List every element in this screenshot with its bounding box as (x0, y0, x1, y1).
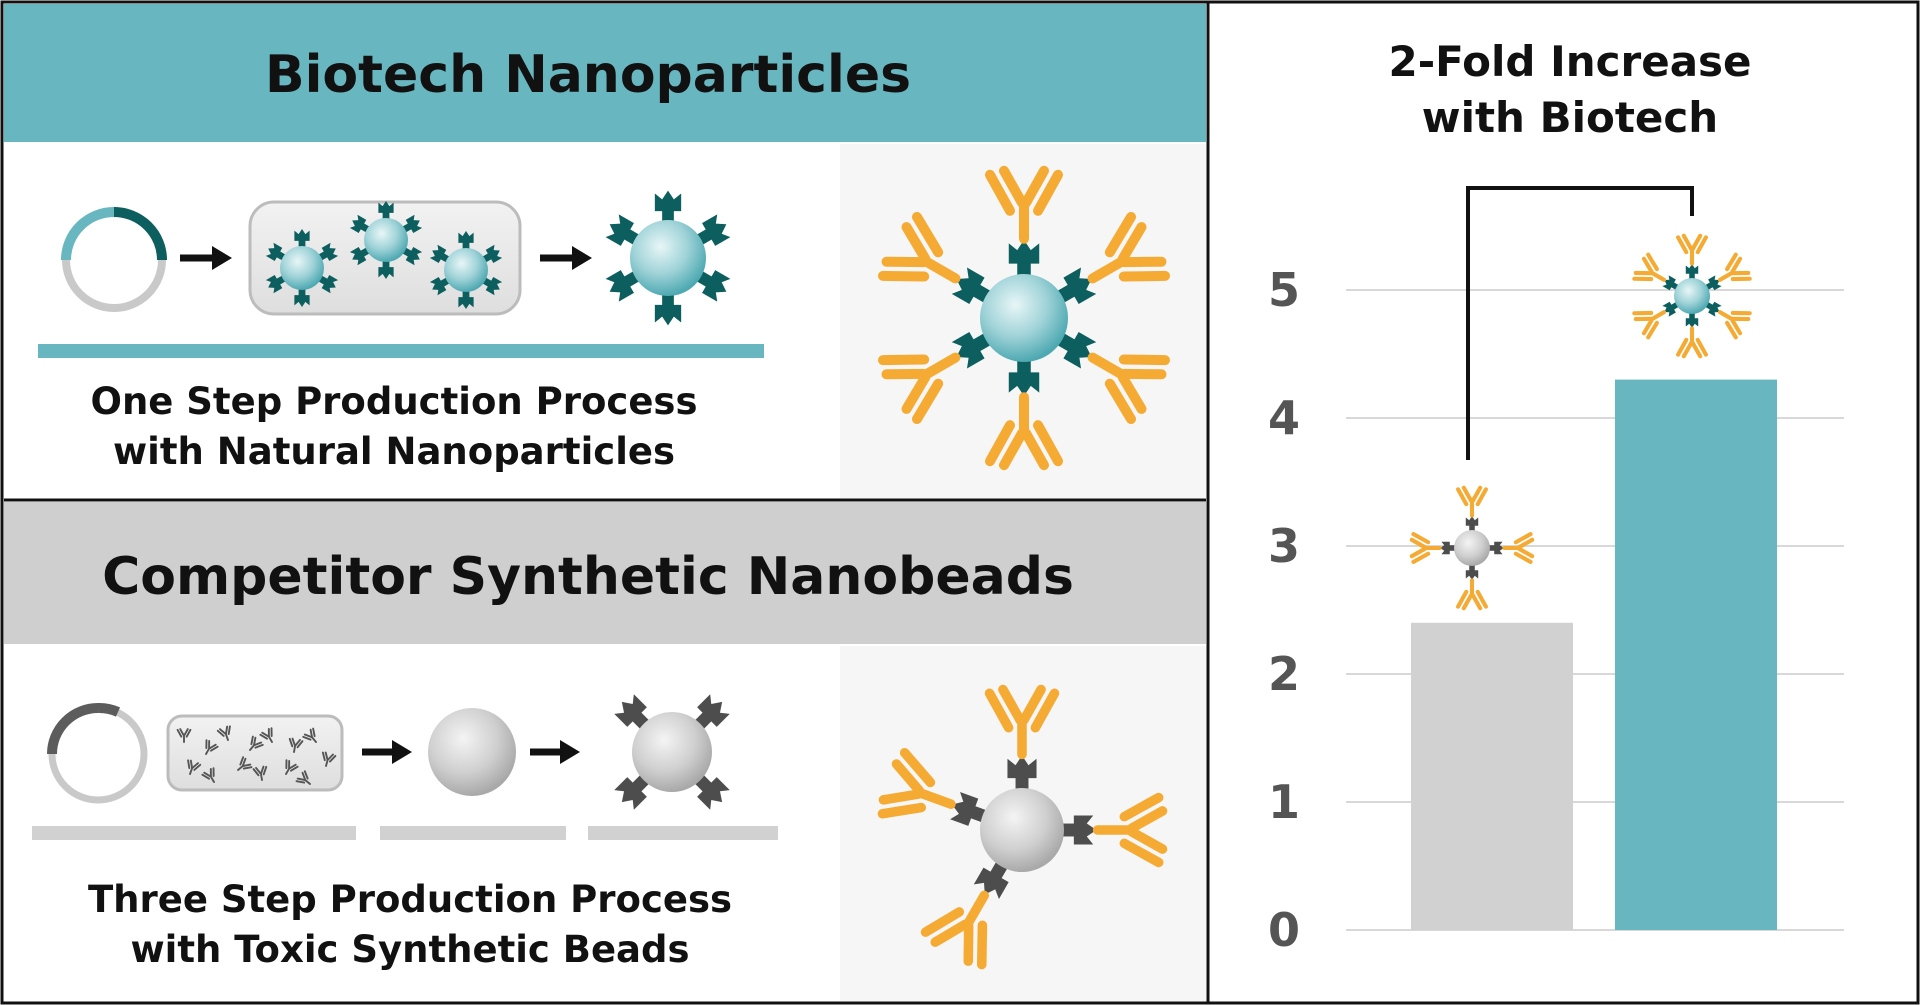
bar-chart: 2-Fold Increase with Biotech 0 1 2 3 4 5 (1268, 37, 1844, 957)
receptor-icon (294, 228, 310, 251)
antibody-icon (984, 684, 1060, 760)
loose-antibody-icon (295, 770, 311, 785)
antibody-icon (1456, 578, 1488, 611)
antibody-icon (1676, 233, 1708, 266)
antibody-icon (1718, 310, 1752, 340)
y-tick-label: 1 (1268, 775, 1300, 829)
nanoparticle-with-antibodies (877, 165, 1171, 471)
receptor-icon (1465, 561, 1479, 580)
y-tick-label: 5 (1268, 263, 1300, 317)
chart-bars (1409, 233, 1777, 931)
cell-cycle-icon (61, 207, 167, 312)
receptor-icon (654, 287, 682, 326)
loose-antibody-icon (259, 727, 273, 743)
antibody-icon (1718, 252, 1752, 282)
loose-antibody-icon (205, 739, 219, 755)
antibody-icon (877, 352, 961, 425)
receptor-icon (458, 287, 474, 310)
chart-title-line1: 2-Fold Increase (1388, 37, 1751, 86)
receptor-icon (378, 257, 394, 280)
biotech-caption-line1: One Step Production Process (91, 380, 698, 423)
antibody-icon (1632, 252, 1666, 282)
receptor-icon (458, 230, 474, 253)
synthetic-bead-with-antibodies (877, 684, 1168, 970)
antibody-icon (1087, 211, 1171, 284)
nanoparticle-icon (429, 230, 503, 310)
antibody-icon (1632, 310, 1666, 340)
antibody-icon (877, 211, 961, 284)
receptor-icon (1685, 309, 1699, 328)
competitor-title: Competitor Synthetic Nanobeads (102, 547, 1074, 607)
competitor-caption-line1: Three Step Production Process (88, 878, 732, 921)
biotech-title: Biotech Nanoparticles (265, 45, 911, 105)
nanoparticle-icon (605, 190, 731, 326)
loose-antibody-icon (249, 735, 264, 751)
competitor-step-bar-1 (32, 826, 356, 840)
receptor-icon (654, 190, 682, 229)
competitor-caption-line2: with Toxic Synthetic Beads (130, 928, 689, 971)
receptor-icon (1685, 264, 1699, 283)
competitor-step-bar-3 (588, 826, 778, 840)
receptor-icon (1465, 516, 1479, 535)
bar (1615, 379, 1777, 931)
synthetic-bead-icon (614, 694, 730, 810)
loose-antibody-icon (302, 727, 317, 743)
antibody-icon (920, 890, 989, 970)
bar (1411, 622, 1573, 930)
reagent-vessel (166, 714, 344, 792)
biotech-caption-line2: with Natural Nanoparticles (113, 430, 675, 473)
receptor-icon (294, 285, 310, 308)
loose-antibody-icon (187, 759, 202, 775)
chart-title-line2: with Biotech (1422, 93, 1718, 142)
antibody-icon (877, 747, 956, 819)
arrow-icon (540, 246, 592, 270)
loose-antibody-icon (176, 728, 192, 743)
loose-antibody-icon (237, 756, 253, 771)
y-tick-label: 0 (1268, 903, 1300, 957)
synthetic-bead-icon (428, 708, 516, 796)
competitor-step-bar-2 (380, 826, 566, 840)
nanoparticle-icon (349, 200, 423, 280)
bracket-line (1466, 186, 1694, 460)
loose-antibody-icon (252, 765, 268, 781)
antibody-icon (1456, 485, 1488, 518)
loose-antibody-icon (201, 767, 215, 783)
loose-antibodies (176, 725, 337, 785)
particle-illustrations (265, 165, 1171, 970)
bar-marker-synthetic-bead (1409, 485, 1535, 611)
biotech-step-bar (38, 344, 764, 358)
bar-marker-nanoparticle (1632, 233, 1752, 359)
loose-antibody-icon (216, 725, 231, 741)
arrow-icon (180, 246, 232, 270)
y-tick-label: 2 (1268, 647, 1300, 701)
loose-antibody-icon (285, 759, 299, 775)
antibody-icon (1092, 792, 1168, 868)
nanoparticle-icon (265, 228, 339, 308)
receptor-icon (378, 200, 394, 223)
antibody-icon (1087, 352, 1171, 425)
y-tick-label: 4 (1268, 391, 1300, 445)
arrow-icon (362, 740, 412, 764)
antibody-icon (985, 392, 1063, 471)
competitor-header-band (4, 502, 1206, 644)
antibody-icon (1409, 532, 1442, 564)
cell-cycle-icon (47, 703, 148, 804)
loose-antibody-icon (321, 751, 337, 767)
y-axis-ticks: 0 1 2 3 4 5 (1268, 263, 1300, 957)
comparison-bracket (1466, 186, 1694, 460)
biotech-header-band (4, 4, 1206, 142)
arrow-icon (530, 740, 580, 764)
antibody-icon (1676, 326, 1708, 359)
antibody-icon (1502, 532, 1535, 564)
loose-antibody-icon (288, 737, 304, 753)
y-tick-label: 3 (1268, 519, 1300, 573)
antibody-icon (985, 165, 1063, 244)
